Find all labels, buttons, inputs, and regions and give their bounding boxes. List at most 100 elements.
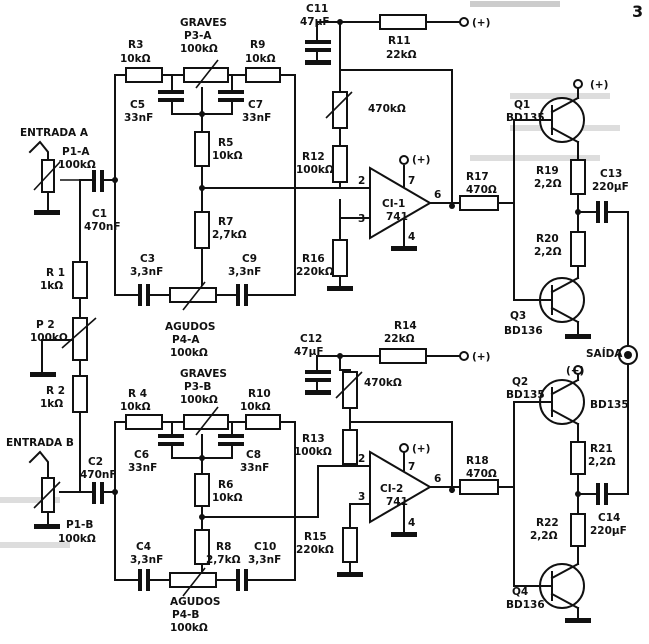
label-q2-type-right: BD135 [590, 399, 629, 411]
label-r20-val: 2,2Ω [534, 246, 562, 258]
label-c14: C14 [598, 512, 620, 524]
label-ci2-pin2: 2 [358, 453, 365, 465]
label-plus-b-top: (+) [472, 351, 490, 363]
ci2-opamp [369, 450, 432, 524]
label-c2-val: 470nF [80, 469, 117, 481]
label-p3b-val: 100kΩ [180, 394, 218, 406]
label-entrada-a: ENTRADA A [20, 127, 89, 139]
label-c5: C5 [130, 99, 145, 111]
r7-resistor [194, 211, 210, 249]
label-c6: C6 [134, 449, 149, 461]
label-ci2-name: CI-2 [380, 483, 403, 495]
r22-resistor [570, 513, 586, 547]
label-r7-val: 2,7kΩ [212, 229, 247, 241]
p2-potentiometer [72, 317, 88, 361]
label-p1a-val: 100kΩ [58, 159, 96, 171]
label-r2: R 2 [46, 385, 65, 397]
r1-resistor [72, 261, 88, 299]
label-c1-val: 470nF [84, 221, 121, 233]
label-ci1-plus: (+) [412, 154, 430, 166]
ci1-opamp [369, 166, 432, 240]
label-r14: R14 [394, 320, 417, 332]
label-q3: Q3 [510, 310, 526, 322]
label-p2: P 2 [36, 319, 55, 331]
label-c7: C7 [248, 99, 263, 111]
label-c13-val: 220µF [592, 181, 629, 193]
label-r18: R18 [466, 455, 489, 467]
label-c3: C3 [140, 253, 155, 265]
label-q1: Q1 [514, 99, 530, 111]
label-pot470-b: 470kΩ [364, 377, 402, 389]
label-q2-plus: (+) [566, 365, 584, 377]
label-ci2-pin3: 3 [358, 491, 365, 503]
label-c8: C8 [246, 449, 261, 461]
r12-resistor [332, 145, 348, 183]
label-c4: C4 [136, 541, 151, 553]
label-r19-val: 2,2Ω [534, 178, 562, 190]
r16-resistor [332, 239, 348, 277]
r17-resistor [459, 195, 499, 211]
component-labels: GRAVES P3-A 100kΩ R3 10kΩ R9 10kΩ C5 33n… [6, 3, 629, 634]
label-ci1-pin3: 3 [358, 213, 365, 225]
p4a-potentiometer [169, 287, 217, 303]
label-c9-val: 3,3nF [228, 266, 261, 278]
label-p3b: P3-B [184, 381, 211, 393]
r6-resistor [194, 473, 210, 507]
label-c14-val: 220µF [590, 525, 627, 537]
p4b-potentiometer [169, 572, 217, 588]
r14-resistor [379, 348, 427, 364]
r3-resistor [125, 67, 163, 83]
label-q1-plus: (+) [590, 79, 608, 91]
label-ci2-pin7: 7 [408, 461, 415, 473]
label-r13: R13 [302, 433, 325, 445]
label-ci1-pin7: 7 [408, 175, 415, 187]
label-q4: Q4 [512, 586, 528, 598]
label-r11: R11 [388, 35, 411, 47]
r13-resistor [342, 429, 358, 465]
label-r9-val: 10kΩ [245, 53, 276, 65]
label-r20: R20 [536, 233, 559, 245]
label-r21: R21 [590, 443, 613, 455]
label-c9: C9 [242, 253, 257, 265]
channel-a [28, 14, 629, 493]
label-c11: C11 [306, 3, 328, 15]
figure-number: 3 [632, 2, 643, 21]
label-r16-val: 220kΩ [296, 266, 334, 278]
label-r17: R17 [466, 171, 489, 183]
label-r19: R19 [536, 165, 559, 177]
label-ci2-pin4: 4 [408, 517, 415, 529]
label-ci1-pin4: 4 [408, 231, 415, 243]
r15-resistor [342, 527, 358, 563]
label-ci1-pin6: 6 [434, 189, 441, 201]
label-r6: R6 [218, 479, 233, 491]
label-r22: R22 [536, 517, 559, 529]
label-r8-val: 2,7kΩ [206, 554, 241, 566]
label-r1-val: 1kΩ [40, 280, 63, 292]
label-p3a: P3-A [184, 30, 212, 42]
label-q1-type: BD135 [506, 112, 545, 124]
label-graves-a: GRAVES [180, 17, 227, 29]
label-c6-val: 33nF [128, 462, 157, 474]
r20-resistor [570, 231, 586, 267]
label-r3: R3 [128, 39, 143, 51]
label-c2: C2 [88, 456, 103, 468]
r10-resistor [245, 414, 281, 430]
label-r12: R12 [302, 151, 325, 163]
label-ci1-code: 741 [386, 211, 408, 223]
label-saida: SAÍDA [586, 347, 623, 360]
label-ci2-code: 741 [386, 496, 408, 508]
label-r3-val: 10kΩ [120, 53, 151, 65]
r21-resistor [570, 441, 586, 475]
label-r22-val: 2,2Ω [530, 530, 558, 542]
label-r10: R10 [248, 388, 271, 400]
r4-resistor [125, 414, 163, 430]
label-p2-val: 100kΩ [30, 332, 68, 344]
label-r6-val: 10kΩ [212, 492, 243, 504]
label-q4-type: BD136 [506, 599, 545, 611]
label-pot470-a: 470kΩ [368, 103, 406, 115]
label-c7-val: 33nF [242, 112, 271, 124]
r19-resistor [570, 159, 586, 195]
label-r13-val: 100kΩ [294, 446, 332, 458]
